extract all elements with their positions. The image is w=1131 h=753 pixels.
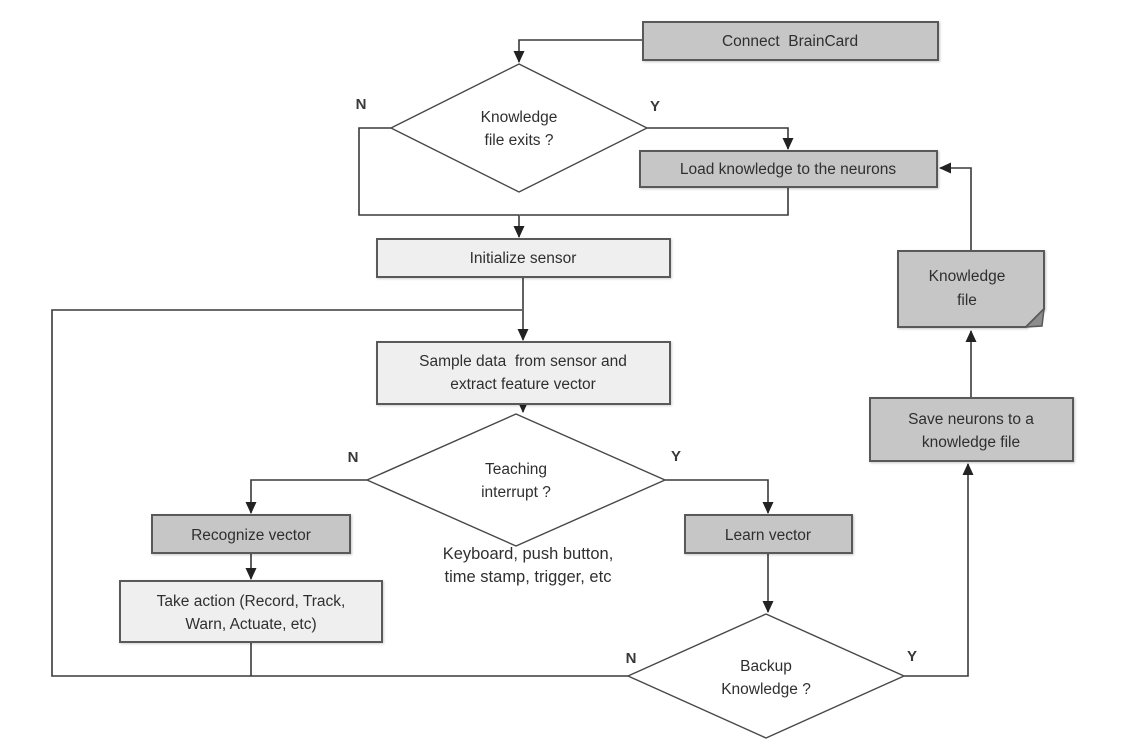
knowledge-file-doc-shape bbox=[897, 250, 1045, 328]
teaching-no-label: N bbox=[348, 449, 359, 466]
node-knowledge-file-exists: Knowledge file exits ? bbox=[389, 63, 649, 193]
node-load-knowledge: Load knowledge to the neurons bbox=[639, 150, 938, 188]
branch-labels: N Y N Y N Y bbox=[348, 96, 917, 667]
backup-no-label: N bbox=[626, 650, 637, 667]
save-neurons-line2: knowledge file bbox=[922, 434, 1020, 451]
take-action-box bbox=[119, 580, 383, 643]
load-knowledge-box bbox=[639, 150, 938, 188]
edge-backup-yes-to-save bbox=[904, 463, 974, 677]
node-learn-vector: Learn vector bbox=[684, 514, 853, 554]
edge-knowledge-file-to-load bbox=[939, 162, 972, 251]
take-action-line1: Take action (Record, Track, bbox=[157, 593, 346, 610]
initialize-sensor-box bbox=[376, 238, 671, 278]
initialize-sensor-label: Initialize sensor bbox=[470, 250, 577, 267]
backup-yes-label: Y bbox=[907, 648, 917, 665]
backup-knowledge-diamond bbox=[626, 613, 906, 739]
backup-knowledge-line1: Backup bbox=[740, 658, 792, 675]
edge-connect-to-file-exists bbox=[513, 39, 643, 63]
save-neurons-box bbox=[869, 397, 1074, 462]
load-knowledge-label: Load knowledge to the neurons bbox=[680, 161, 897, 178]
knowledge-file-exists-line1: Knowledge bbox=[481, 109, 558, 126]
edge-load-knowledge-join bbox=[520, 187, 789, 216]
save-neurons-line1: Save neurons to a bbox=[908, 411, 1034, 428]
backup-knowledge-line2: Knowledge ? bbox=[721, 681, 811, 698]
annotation-line1: Keyboard, push button, bbox=[443, 545, 614, 563]
teaching-yes-label: Y bbox=[671, 448, 681, 465]
node-backup-knowledge: Backup Knowledge ? bbox=[626, 613, 906, 739]
teaching-interrupt-diamond bbox=[365, 413, 667, 547]
learn-vector-box bbox=[684, 514, 853, 554]
connect-braincard-box bbox=[642, 21, 939, 61]
node-sample-data: Sample data from sensor and extract feat… bbox=[376, 341, 671, 405]
node-initialize-sensor: Initialize sensor bbox=[376, 238, 671, 278]
edge-backup-no-loop bbox=[51, 309, 628, 677]
edge-file-exists-no-to-initialize bbox=[358, 127, 525, 238]
teaching-interrupt-annotation: Keyboard, push button, time stamp, trigg… bbox=[443, 545, 614, 586]
sample-data-box bbox=[376, 341, 671, 405]
file-exists-no-label: N bbox=[356, 96, 367, 113]
sample-data-line1: Sample data from sensor and bbox=[419, 353, 627, 370]
sample-data-line2: extract feature vector bbox=[450, 376, 596, 393]
teaching-interrupt-line1: Teaching bbox=[485, 461, 547, 478]
node-save-neurons: Save neurons to a knowledge file bbox=[869, 397, 1074, 462]
node-teaching-interrupt: Teaching interrupt ? bbox=[365, 413, 667, 547]
knowledge-file-exists-diamond bbox=[389, 63, 649, 193]
edge-teaching-yes-to-learn bbox=[665, 479, 774, 514]
edge-teaching-no-to-recognize bbox=[245, 479, 367, 514]
connectors bbox=[51, 39, 977, 677]
node-take-action: Take action (Record, Track, Warn, Actuat… bbox=[119, 580, 383, 643]
node-recognize-vector: Recognize vector bbox=[151, 514, 351, 554]
file-exists-yes-label: Y bbox=[650, 98, 660, 115]
learn-vector-label: Learn vector bbox=[725, 527, 811, 544]
knowledge-file-doc-fold-icon bbox=[1024, 306, 1045, 328]
connect-braincard-label: Connect BrainCard bbox=[722, 33, 858, 50]
teaching-interrupt-line2: interrupt ? bbox=[481, 484, 551, 501]
knowledge-file-doc-line2: file bbox=[957, 292, 977, 309]
take-action-line2: Warn, Actuate, etc) bbox=[185, 616, 316, 633]
edge-file-exists-yes-to-load bbox=[647, 127, 794, 150]
knowledge-file-exists-line2: file exits ? bbox=[485, 132, 554, 149]
annotation-line2: time stamp, trigger, etc bbox=[445, 568, 612, 586]
node-connect-braincard: Connect BrainCard bbox=[642, 21, 939, 61]
recognize-vector-box bbox=[151, 514, 351, 554]
recognize-vector-label: Recognize vector bbox=[191, 527, 311, 544]
knowledge-file-doc-line1: Knowledge bbox=[929, 268, 1006, 285]
node-knowledge-file-document: Knowledge file bbox=[897, 250, 1045, 328]
